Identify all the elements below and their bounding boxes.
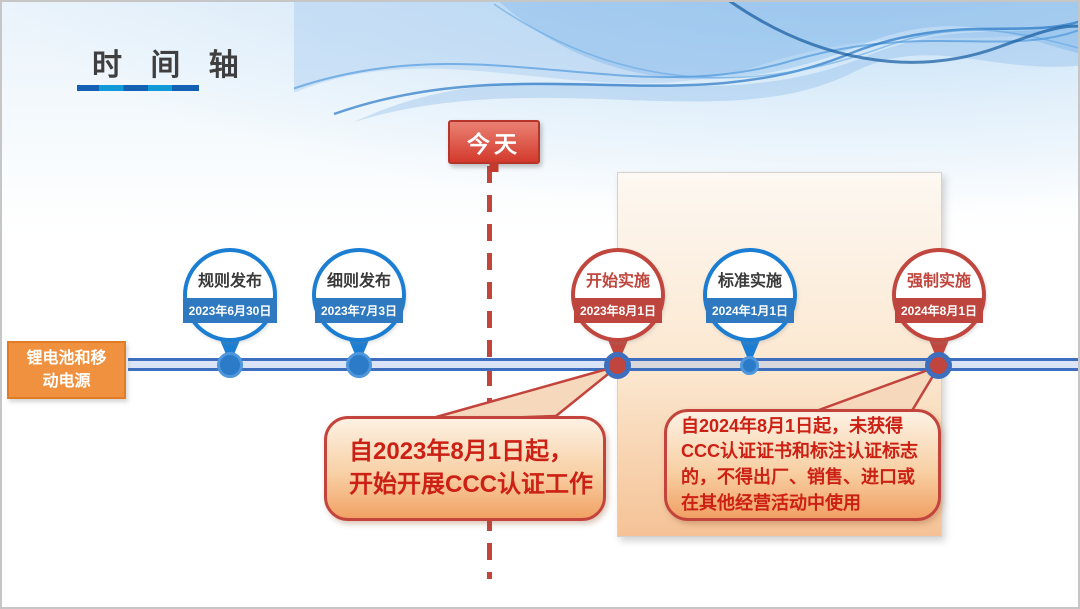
timeline-node-details-published: 细则发布 2023年7月3日	[312, 248, 406, 342]
slide-title: 时 间 轴	[92, 49, 249, 82]
right-callout-bubble: 自2024年8月1日起，未获得 CCC认证证书和标注认证标志 的，不得出厂、销售…	[664, 409, 941, 521]
axis-label-line2: 动电源	[42, 373, 91, 390]
right-callout-line3: 的，不得出厂、销售、进口或	[681, 467, 915, 487]
wave-decoration-graphic	[294, 2, 1078, 122]
node-date-badge: 2023年6月30日	[182, 298, 278, 323]
node-date-badge: 2023年8月1日	[573, 298, 663, 323]
title-underline	[77, 85, 199, 91]
timeline-dot-2	[346, 352, 372, 378]
today-flag: 今天	[448, 120, 540, 164]
node-label: 开始实施	[585, 273, 650, 290]
left-callout-line1: 自2023年8月1日起，	[349, 438, 574, 466]
timeline-node-rules-published: 规则发布 2023年6月30日	[182, 248, 278, 342]
node-date-badge: 2023年7月3日	[314, 298, 404, 323]
right-callout-line1: 自2024年8月1日起，未获得	[681, 415, 904, 436]
axis-label-line1: 锂电池和移	[26, 349, 107, 367]
node-label: 规则发布	[197, 273, 262, 290]
node-label: 标准实施	[717, 273, 782, 290]
node-label: 细则发布	[326, 273, 391, 290]
timeline-dot-1	[217, 352, 243, 378]
timeline-node-implementation-start: 开始实施 2023年8月1日	[571, 248, 665, 342]
timeline-dot-3	[604, 352, 631, 379]
left-callout-tail	[420, 364, 620, 423]
timeline-node-mandatory-implementation: 强制实施 2024年8月1日	[892, 248, 986, 342]
node-label: 强制实施	[906, 273, 971, 290]
left-callout-bubble: 自2023年8月1日起， 开始开展CCC认证工作	[324, 416, 606, 521]
axis-category-label: 锂电池和移 动电源	[7, 341, 126, 399]
timeline-dot-4	[740, 356, 759, 375]
timeline-dot-5	[925, 352, 952, 379]
node-date-badge: 2024年8月1日	[894, 298, 984, 323]
node-date-badge: 2024年1月1日	[705, 298, 795, 323]
left-callout-line2: 开始开展CCC认证工作	[349, 470, 593, 498]
timeline-node-standard-implementation: 标准实施 2024年1月1日	[703, 248, 797, 342]
right-callout-line4: 在其他经营活动中使用	[681, 492, 861, 513]
right-callout-line2: CCC认证证书和标注认证标志	[681, 441, 918, 462]
